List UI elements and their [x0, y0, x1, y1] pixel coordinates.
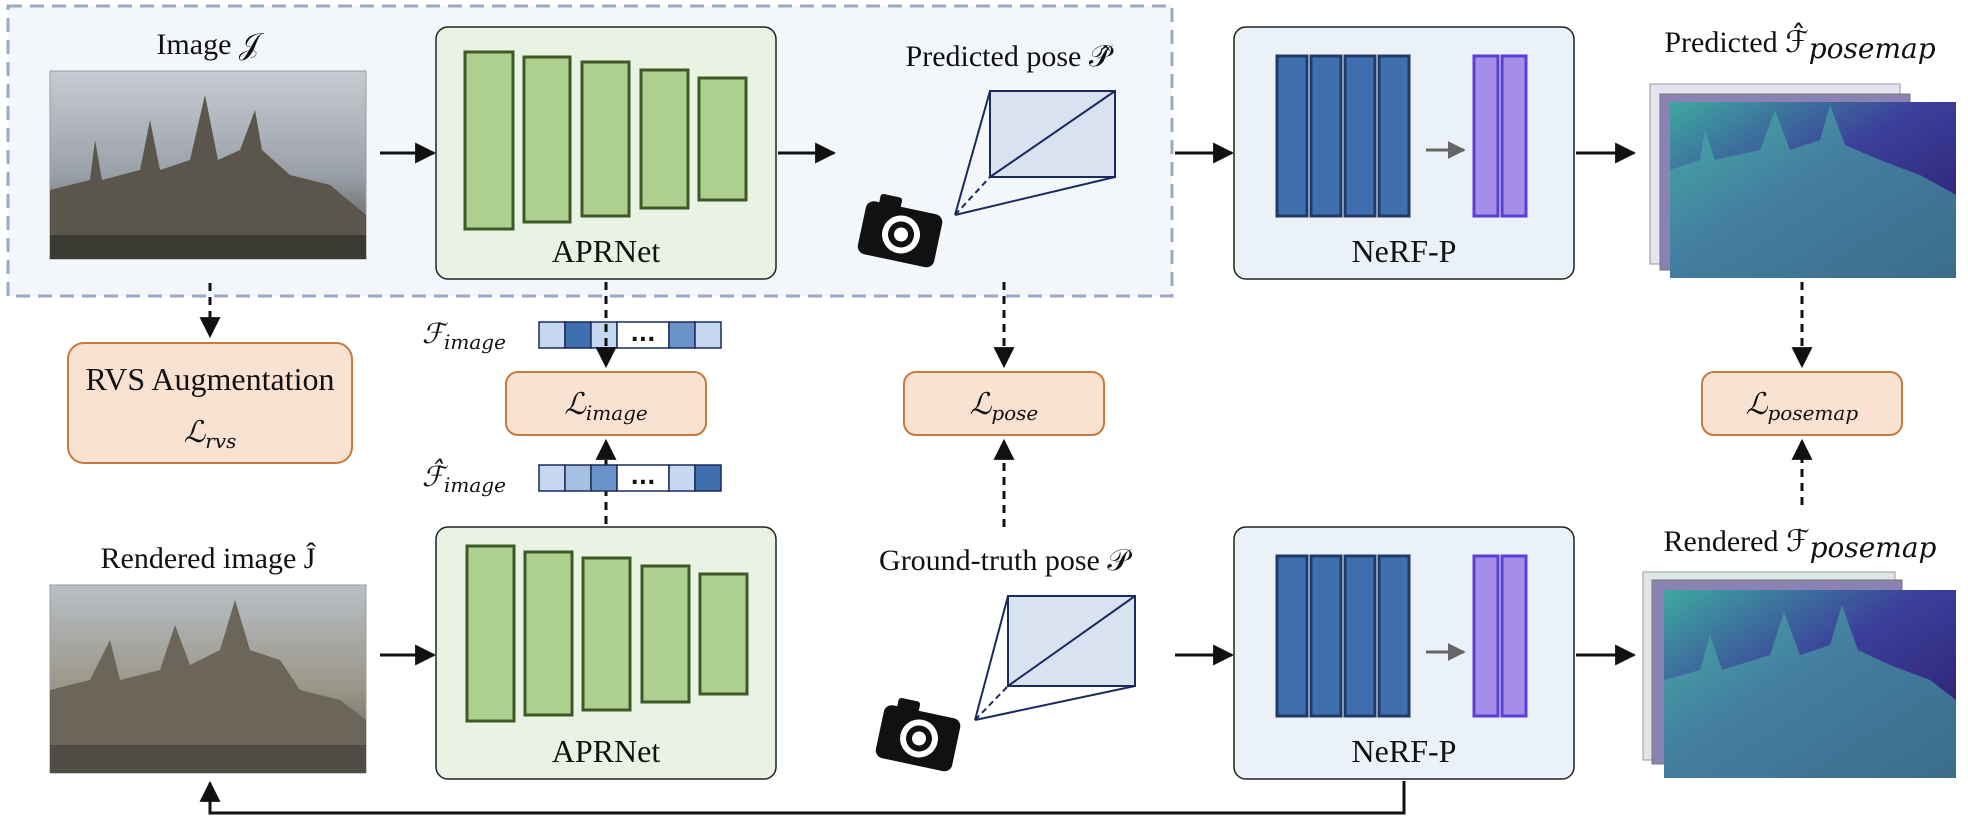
rendered-image-label: Rendered image Ĵ — [101, 542, 317, 575]
predicted-posemap-label: Predicted ℱ̂posemap — [1664, 23, 1935, 65]
aprnet-bottom-label: APRNet — [552, 733, 661, 769]
nerf-bottom-label: NeRF-P — [1352, 733, 1457, 769]
svg-text:...: ... — [630, 322, 655, 347]
feature-rendered-label: ℱ̂image — [422, 458, 506, 497]
svg-text:ℒposemap: ℒposemap — [1746, 387, 1858, 425]
aprnet-top-block: APRNet — [435, 26, 777, 280]
loss-pose-box: ℒpose — [903, 371, 1105, 436]
posemap-icon — [1649, 83, 1956, 278]
rendered-posemap-label: Rendered ℱposemap — [1664, 525, 1937, 564]
predicted-pose-label: Predicted pose 𝒫̂ — [906, 40, 1114, 73]
nerf-top-block: NeRF-P — [1233, 26, 1575, 280]
camera-frustum-icon — [954, 90, 1116, 216]
loss-posemap-box: ℒposemap — [1701, 371, 1903, 436]
photo-thumbnail-icon — [49, 70, 367, 260]
nerf-top-label: NeRF-P — [1352, 233, 1457, 269]
nerf-bottom-block: NeRF-P — [1233, 526, 1575, 780]
camera-icon — [857, 193, 943, 268]
svg-text:ℒrvs: ℒrvs — [184, 415, 237, 453]
feature-vector-image: ... — [538, 321, 722, 349]
rendered-posemap-icon — [1642, 571, 1956, 778]
loss-image-box: ℒimage — [505, 371, 707, 436]
aprnet-bottom-block: APRNet — [435, 526, 777, 780]
feedback-loop-arrow — [199, 780, 1406, 815]
rvs-augmentation-box: RVS Augmentation ℒrvs — [67, 342, 353, 464]
gt-camera-frustum-icon — [974, 595, 1136, 721]
aprnet-top-label: APRNet — [552, 233, 661, 269]
gt-camera-icon — [875, 697, 961, 772]
feature-vector-rendered: ... — [538, 464, 722, 492]
feature-image-label: ℱimage — [422, 317, 506, 354]
gt-pose-label: Ground-truth pose 𝒫 — [879, 544, 1132, 577]
svg-text:RVS Augmentation: RVS Augmentation — [86, 361, 335, 397]
svg-text:ℒimage: ℒimage — [564, 387, 648, 425]
svg-text:ℒpose: ℒpose — [970, 387, 1039, 425]
rendered-photo-thumbnail-icon — [49, 584, 367, 774]
svg-text:...: ... — [630, 465, 655, 490]
image-input-label: Image 𝒥 — [156, 28, 264, 61]
